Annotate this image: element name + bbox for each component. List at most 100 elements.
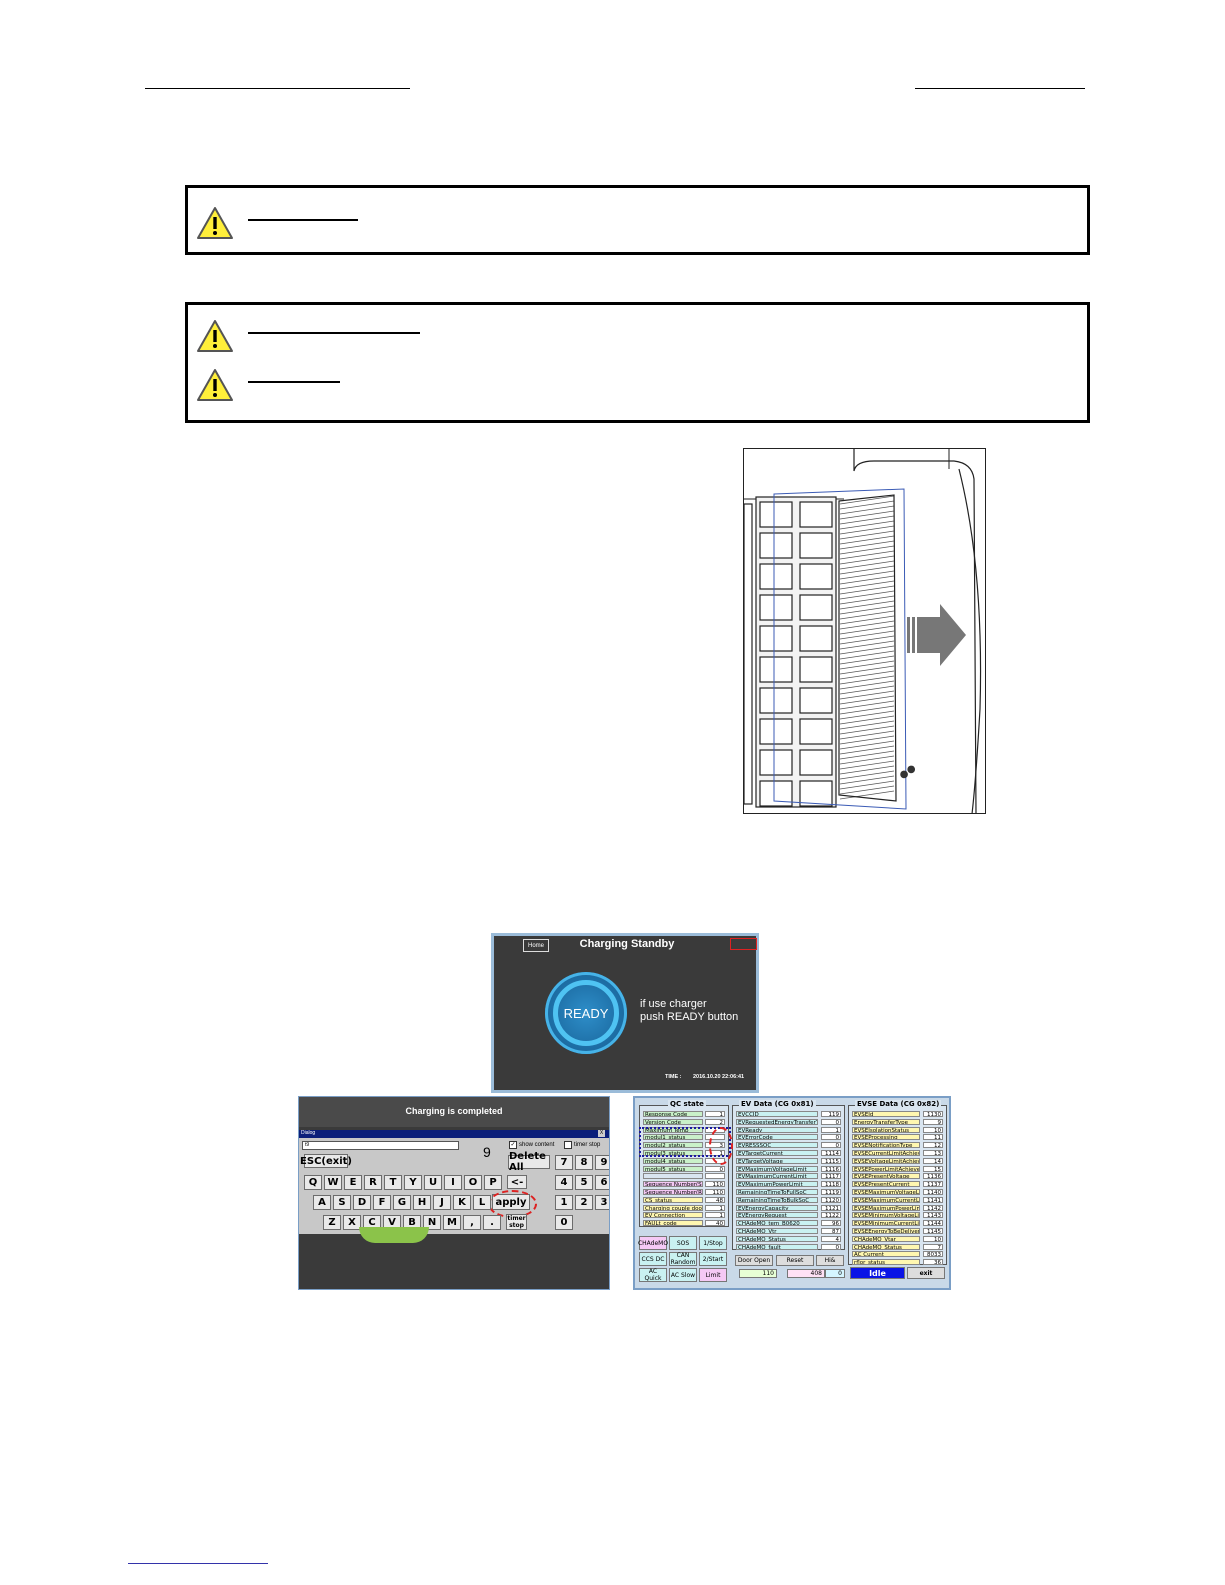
- data-row-value: 0: [821, 1118, 841, 1126]
- mode-button-limit[interactable]: Limit: [699, 1268, 727, 1282]
- data-row-value: 110: [705, 1189, 725, 1196]
- filter-stripe: [839, 525, 895, 535]
- door-open-button[interactable]: Door Open: [735, 1255, 773, 1266]
- corner-button[interactable]: [730, 938, 757, 950]
- dialog-close-button[interactable]: X: [598, 1130, 605, 1137]
- data-row-value: 12: [923, 1142, 943, 1149]
- key-w[interactable]: W: [324, 1175, 342, 1190]
- filter-stripe: [839, 640, 895, 650]
- data-row-label: EVCCID: [736, 1111, 818, 1117]
- key-j[interactable]: J: [433, 1195, 451, 1210]
- data-row-value: 1117: [821, 1173, 841, 1180]
- key-u[interactable]: U: [424, 1175, 442, 1190]
- backspace-key[interactable]: <-: [507, 1175, 527, 1189]
- key-y[interactable]: Y: [404, 1175, 422, 1190]
- show-content-checkbox[interactable]: ✓ show content: [509, 1141, 555, 1149]
- numpad-key-7[interactable]: 7: [555, 1155, 573, 1170]
- key-l[interactable]: L: [473, 1195, 491, 1210]
- key-r[interactable]: R: [364, 1175, 382, 1190]
- mode-button-1-stop[interactable]: 1/Stop: [699, 1236, 727, 1250]
- data-row-value: 15: [923, 1165, 943, 1173]
- key-s[interactable]: S: [333, 1195, 351, 1210]
- filter-stripe: [839, 745, 895, 755]
- mode-button-2-start[interactable]: 2/Start: [699, 1252, 727, 1266]
- vent-cell: [799, 625, 833, 652]
- ready-button[interactable]: READY: [545, 972, 627, 1054]
- key-q[interactable]: Q: [304, 1175, 322, 1190]
- numpad-key-0[interactable]: 0: [555, 1215, 573, 1230]
- data-row-label: EVRequestedEnergyTransferType: [736, 1118, 818, 1125]
- numpad-key-1[interactable]: 1: [555, 1195, 573, 1210]
- key-x[interactable]: X: [343, 1215, 361, 1230]
- timer-stop-key[interactable]: timer stop: [506, 1214, 527, 1230]
- filter-stripe: [839, 555, 895, 565]
- reset-button[interactable]: Reset: [776, 1255, 814, 1266]
- key-k[interactable]: K: [453, 1195, 471, 1210]
- data-row: EVSEVoltageLimitAchieved14: [852, 1157, 943, 1165]
- filter-stripe: [839, 655, 895, 665]
- data-row-value: 13: [923, 1150, 943, 1157]
- data-row-value: 1119: [821, 1189, 841, 1196]
- timer-stop-checkbox[interactable]: timer stop: [564, 1141, 600, 1149]
- mode-button-can-random[interactable]: CAN Random: [669, 1252, 697, 1266]
- key-d[interactable]: D: [353, 1195, 371, 1210]
- key-t[interactable]: T: [384, 1175, 402, 1190]
- data-row-value: [705, 1173, 725, 1180]
- numpad-key-6[interactable]: 6: [595, 1175, 609, 1190]
- data-row-label: EVMaximumVoltageLimit: [736, 1165, 818, 1172]
- key-g[interactable]: G: [393, 1195, 411, 1210]
- key-i[interactable]: I: [444, 1175, 462, 1190]
- key-p[interactable]: P: [484, 1175, 502, 1190]
- key-period[interactable]: .: [483, 1215, 501, 1230]
- key-e[interactable]: E: [344, 1175, 362, 1190]
- data-row-value: 1122: [821, 1212, 841, 1219]
- mode-button-sos[interactable]: SOS: [669, 1236, 697, 1250]
- footer-rule: [128, 1563, 268, 1564]
- data-row-label: EVErrorCode: [736, 1134, 818, 1141]
- value-field-3: 0: [825, 1269, 845, 1278]
- vent-cell: [799, 563, 833, 590]
- key-a[interactable]: A: [313, 1195, 331, 1210]
- numpad-key-9[interactable]: 9: [595, 1155, 609, 1170]
- delete-all-key[interactable]: Delete All: [508, 1151, 550, 1173]
- numpad-key-4[interactable]: 4: [555, 1175, 573, 1190]
- mode-button-chademo[interactable]: CHAdeMO: [638, 1236, 668, 1250]
- key-z[interactable]: Z: [323, 1215, 341, 1230]
- dialog-text-input[interactable]: t9: [302, 1141, 459, 1150]
- key-o[interactable]: O: [464, 1175, 482, 1190]
- key-f[interactable]: F: [373, 1195, 391, 1210]
- mode-button-ac-slow[interactable]: AC Slow: [669, 1268, 697, 1282]
- ev-data-title: EV Data (CG 0x81): [739, 1100, 816, 1108]
- data-row-value: 8033: [923, 1251, 943, 1258]
- numpad-key-8[interactable]: 8: [575, 1155, 593, 1170]
- data-row-label: EVSECurrentLimitAchieved: [852, 1150, 920, 1156]
- key-m[interactable]: M: [443, 1215, 461, 1230]
- key-comma[interactable]: ,: [463, 1215, 481, 1230]
- exit-button[interactable]: exit: [907, 1267, 945, 1279]
- numpad-key-3[interactable]: 3: [595, 1195, 609, 1210]
- data-row-label: RemainingTimeToBulkSoC: [736, 1196, 818, 1203]
- screen-title: Charging Standby: [579, 938, 675, 950]
- data-row-label: modul2_status: [643, 1142, 703, 1149]
- mode-button-ac-quick[interactable]: AC Quick: [639, 1268, 667, 1282]
- evse-data-title: EVSE Data (CG 0x82): [855, 1100, 942, 1108]
- esc-exit-key[interactable]: ESC(exit): [300, 1154, 352, 1168]
- home-button[interactable]: Home: [523, 939, 549, 952]
- header-rule-right: [915, 88, 1085, 89]
- key-h[interactable]: H: [413, 1195, 431, 1210]
- hi-button[interactable]: Hi&: [816, 1255, 844, 1266]
- key-n[interactable]: N: [423, 1215, 441, 1230]
- data-row: EVRequestedEnergyTransferType0: [736, 1118, 841, 1126]
- data-row-label: EVSEPowerLimitAchieved: [852, 1165, 920, 1172]
- filter-stripe: [839, 630, 895, 640]
- data-row-label: EVSEMinimumCurrentLimit: [852, 1220, 920, 1227]
- numpad-key-5[interactable]: 5: [575, 1175, 593, 1190]
- filter-stripe: [839, 575, 895, 585]
- numpad-key-2[interactable]: 2: [575, 1195, 593, 1210]
- data-row-value: 110: [705, 1181, 725, 1188]
- mode-button-ccs-dc[interactable]: CCS DC: [639, 1252, 667, 1266]
